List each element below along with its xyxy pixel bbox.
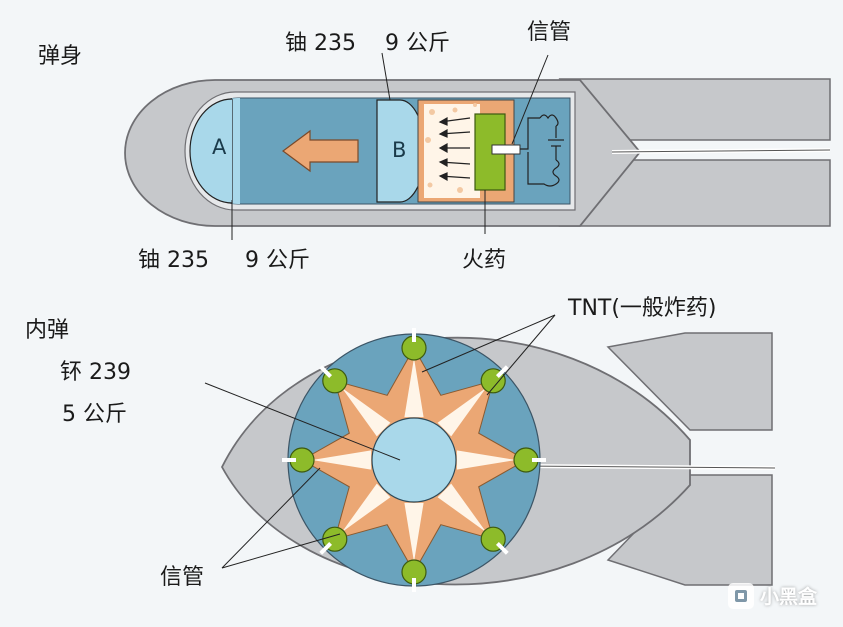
gun-type-bomb xyxy=(124,52,831,240)
casing-label: 弹身 xyxy=(38,44,83,69)
leader-fuze-b xyxy=(221,467,321,569)
top-mass-label: 9 公斤 xyxy=(385,31,450,56)
lens-cream-fill xyxy=(341,483,391,533)
watermark-text: 小黑盒 xyxy=(759,586,817,608)
lens-cream-fill xyxy=(312,450,372,470)
plutonium-core xyxy=(371,417,457,503)
fuze-pin xyxy=(495,541,509,555)
leader-tnt-b xyxy=(486,314,556,396)
propellant-label: 火药 xyxy=(462,248,507,273)
watermark: 小黑盒 xyxy=(727,582,817,609)
tail-fin-upper-2 xyxy=(606,332,773,431)
fuze-pin xyxy=(495,365,509,379)
lens-cream-fill xyxy=(341,387,391,437)
tnt-label: TNT(一般炸药) xyxy=(568,296,717,321)
implosion-type-bomb xyxy=(204,314,776,592)
lens-cream-fill xyxy=(437,387,487,437)
fuze-pin xyxy=(319,365,333,379)
plutonium-label: 钚 239 xyxy=(60,360,131,385)
lens-cream-fill xyxy=(456,450,516,470)
propellant-specks xyxy=(425,103,477,193)
bottom-fuze-label: 信管 xyxy=(160,565,205,590)
part-b-label: B xyxy=(392,138,407,162)
bottom-uranium-label: 铀 235 xyxy=(138,248,209,273)
leader-plutonium xyxy=(204,382,401,461)
lens-cream-fill xyxy=(404,502,424,562)
inner-label: 内弹 xyxy=(25,318,70,343)
leader-tnt-a xyxy=(421,314,556,373)
bottom-mass-label: 9 公斤 xyxy=(245,248,310,273)
propellant-burst-lines xyxy=(438,116,471,182)
lens-cream-fill xyxy=(437,483,487,533)
part-a-label: A xyxy=(212,135,227,159)
top-fuze-label: 信管 xyxy=(527,20,572,45)
fuze-rod xyxy=(491,144,521,155)
fuze-circuit xyxy=(520,114,564,187)
plutonium-mass-label: 5 公斤 xyxy=(62,402,127,427)
movement-arrow xyxy=(281,129,359,173)
leader-top-uranium xyxy=(381,52,391,101)
leader-fuze-a xyxy=(221,533,341,569)
leader-fuze xyxy=(511,54,549,145)
fuze-pin xyxy=(319,541,333,555)
xiaoheihe-logo-icon xyxy=(727,582,754,609)
top-uranium-label: 铀 235 xyxy=(285,31,356,56)
lens-cream-fill xyxy=(404,358,424,418)
